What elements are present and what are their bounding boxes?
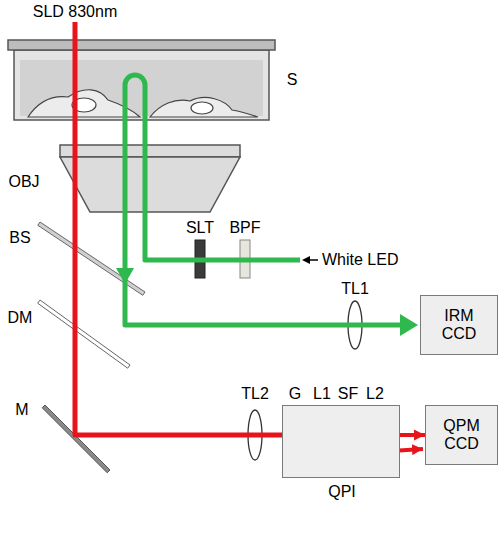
beam-connector [400, 433, 425, 437]
medium [20, 60, 263, 116]
objective-collar [60, 145, 240, 157]
camera-box: IRM CCD [420, 295, 498, 355]
module-caption: QPI [328, 483, 356, 501]
laser-beam [75, 22, 292, 435]
dish-lid [8, 40, 275, 50]
part-label: SLD 830nm [33, 3, 118, 21]
connectors [400, 435, 425, 436]
dichroic-mirror [38, 300, 130, 368]
beam-arrowhead [116, 268, 134, 284]
part-label: SLT [186, 219, 214, 237]
part-label: SF [338, 385, 358, 403]
cell-nucleus [191, 102, 213, 114]
pointer-arrowhead [302, 256, 310, 264]
beam-arrowhead [400, 314, 418, 336]
part-label: G [289, 385, 301, 403]
part-label: BPF [229, 219, 260, 237]
part-label: DM [8, 309, 33, 327]
box-label: IRM CCD [434, 307, 484, 344]
objective-lens [60, 157, 240, 212]
box-label: QPM CCD [437, 417, 487, 454]
qpi-module: QPI [282, 405, 400, 478]
cell [150, 98, 258, 117]
part-label: M [15, 401, 28, 419]
part-label: L2 [366, 385, 384, 403]
part-label: BS [9, 229, 30, 247]
part-label: L1 [313, 385, 331, 403]
part-label: TL2 [241, 385, 269, 403]
illumination-beam [125, 75, 402, 325]
part-label: S [287, 71, 298, 89]
camera-box: QPM CCD [425, 405, 498, 465]
sample-dish [14, 50, 269, 120]
part-label: White LED [322, 251, 398, 269]
part-label: OBJ [8, 173, 39, 191]
beam-splitter [38, 222, 145, 295]
part-label: TL1 [341, 280, 369, 298]
